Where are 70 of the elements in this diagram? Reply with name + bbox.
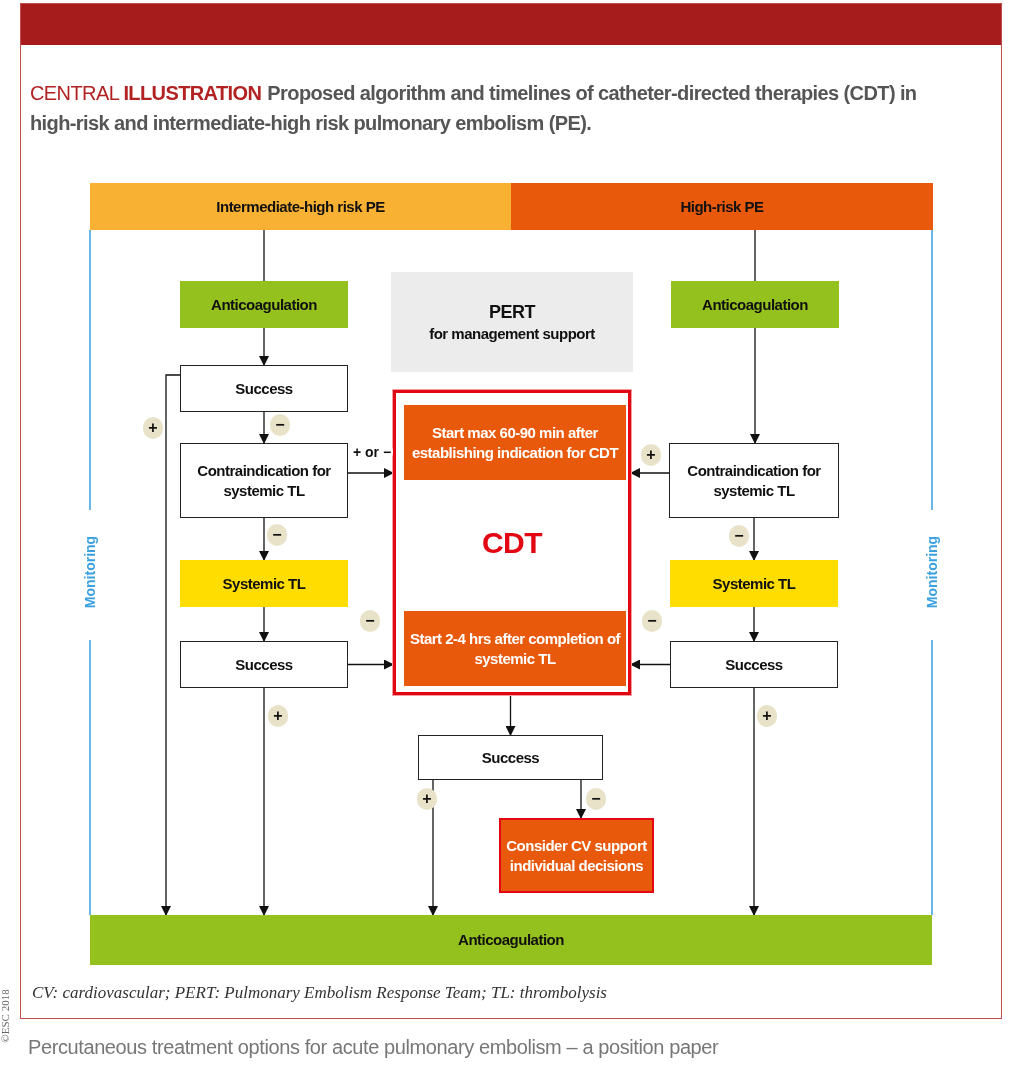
cdt-frame xyxy=(393,390,631,695)
node-text: Systemic TL xyxy=(222,573,306,594)
node-text: Success xyxy=(725,654,783,675)
node-text: Contraindication for systemic TL xyxy=(196,461,332,500)
node-text: Anticoagulation xyxy=(702,294,808,315)
process-box xyxy=(499,818,654,893)
arrow xyxy=(161,374,181,916)
process-box xyxy=(669,443,839,518)
edge-label: − xyxy=(729,525,749,547)
arrow xyxy=(259,517,269,561)
edge-label: − xyxy=(642,610,662,632)
edge-label: + xyxy=(268,705,288,727)
header-band xyxy=(90,183,511,230)
side-label: Monitoring xyxy=(924,535,940,609)
process-box xyxy=(670,560,838,607)
process-box xyxy=(90,915,932,965)
arrow xyxy=(505,694,516,736)
node-text: Consider CV support individual decisions xyxy=(505,836,648,875)
edge-label: − xyxy=(360,610,380,632)
edge-label: + xyxy=(641,444,661,466)
edge-label: + xyxy=(417,788,437,810)
edge-label: − xyxy=(586,788,606,810)
process-box xyxy=(180,365,348,412)
arrow xyxy=(347,468,394,478)
node-text: Success xyxy=(235,654,293,675)
process-box xyxy=(180,560,348,607)
node-text: Anticoagulation xyxy=(458,930,564,950)
node-text: CDT xyxy=(481,525,543,561)
edge-label: + xyxy=(757,705,777,727)
process-box xyxy=(418,735,603,780)
copyright-note: ©ESC 2018 xyxy=(0,989,11,1043)
arrow xyxy=(630,659,671,670)
arrow xyxy=(259,687,269,916)
arrow xyxy=(749,517,759,561)
side-label: Monitoring xyxy=(82,535,98,609)
arrow xyxy=(576,779,586,819)
node-text: High-risk PE xyxy=(680,196,764,217)
figure-title: CENTRAL ILLUSTRATION Proposed algorithm and timelines of catheter-directed therapies (CDT) in high-risk and intermediate-high risk pulmonary embolism (PE). xyxy=(30,81,918,136)
node-text: Contraindication for systemic TL xyxy=(686,461,822,500)
process-box xyxy=(404,611,626,686)
edge-label: − xyxy=(267,524,287,546)
header-band xyxy=(511,183,933,230)
process-box xyxy=(671,281,839,328)
edge-label: + xyxy=(143,417,163,439)
node-text: Start 2-4 hrs after completion of systemic TL xyxy=(408,629,622,668)
process-box xyxy=(180,281,348,328)
node-text: Anticoagulation xyxy=(211,294,317,315)
process-box xyxy=(404,405,626,480)
caption: CV: cardiovascular; PERT: Pulmonary Embolism Response Team; TL: thrombolysis xyxy=(32,983,607,1003)
process-box xyxy=(180,443,348,518)
arrow xyxy=(630,468,670,478)
arrow xyxy=(749,606,759,642)
node-text: PERT xyxy=(489,300,535,324)
arrow xyxy=(749,687,759,916)
footer-text: Percutaneous treatment options for acute pulmonary embolism – a position paper xyxy=(28,1036,719,1059)
arrow xyxy=(750,327,760,444)
node-text: Intermediate-high risk PE xyxy=(216,196,385,217)
arrow xyxy=(347,659,394,670)
arrow xyxy=(259,327,269,366)
arrow xyxy=(259,411,269,444)
process-box xyxy=(670,641,838,688)
node-text: Systemic TL xyxy=(712,573,796,594)
node-text: Success xyxy=(481,747,540,768)
process-box xyxy=(180,641,348,688)
node-text: Success xyxy=(235,378,293,399)
node-text: for management support xyxy=(429,323,595,344)
edge-label: − xyxy=(270,414,290,436)
arrow xyxy=(428,779,438,916)
arrow xyxy=(259,606,269,642)
node-text: Start max 60-90 min after establishing indication for CDT xyxy=(410,423,620,462)
